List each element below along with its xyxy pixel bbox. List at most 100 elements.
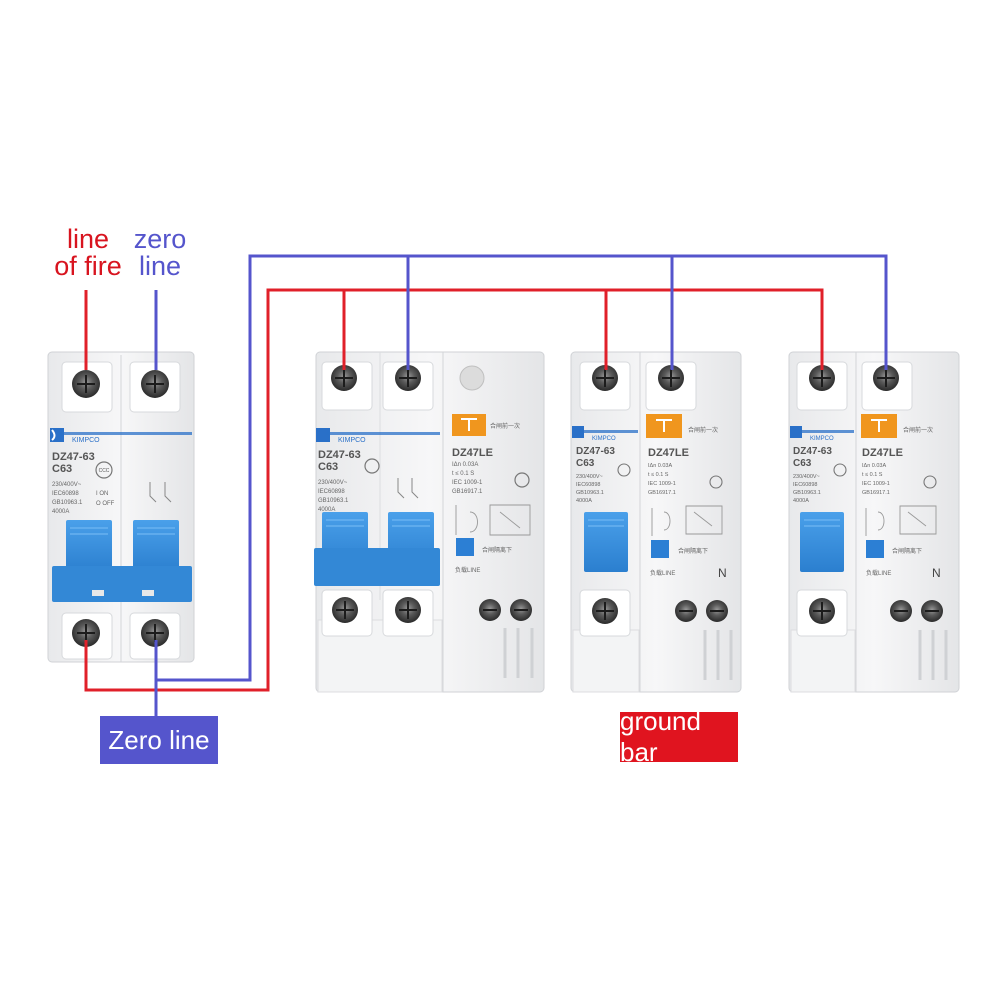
rcbo-1-model: DZ47-63 bbox=[318, 449, 361, 461]
rcbo-1-le-spec-4: GB16917.1 bbox=[452, 489, 483, 495]
rcbo-2: KIMPCO DZ47-63 C63 230/400V~ IEC60898 GB… bbox=[570, 351, 742, 693]
rcbo-1-brand: KIMPCO bbox=[338, 437, 366, 444]
svg-text:合闸前一次: 合闸前一次 bbox=[490, 422, 520, 430]
main-breaker-screw-top-left bbox=[72, 370, 100, 398]
rcbo-1-le-model: DZ47LE bbox=[452, 447, 493, 459]
rcbo-2-test-button[interactable] bbox=[646, 414, 682, 438]
main-breaker-on-mark: I ON bbox=[96, 491, 108, 497]
rcbo-1-screw-bottom-2 bbox=[395, 597, 421, 623]
rcbo-3: KIMPCO DZ47-63 C63 230/400V~ IEC60898 GB… bbox=[788, 351, 960, 693]
rcbo-3-load-label: 负载LINE bbox=[866, 569, 891, 577]
rcbo-2-le-spec-3: IEC 1009-1 bbox=[648, 481, 676, 487]
zero-line-top-label-line-2: line bbox=[138, 251, 182, 281]
rcbo-1-test-button[interactable] bbox=[452, 414, 486, 436]
rcbo-2-spec-4: 4000A bbox=[576, 498, 592, 504]
main-breaker-switch[interactable] bbox=[52, 520, 192, 602]
rcbo-1-spec-2: IEC60898 bbox=[318, 489, 345, 495]
rcbo-3-rating: C63 bbox=[793, 458, 812, 469]
rcbo-2-switch[interactable] bbox=[584, 512, 628, 572]
svg-text:合闸隔离下: 合闸隔离下 bbox=[892, 547, 922, 555]
rcbo-3-screw-top-right bbox=[873, 365, 899, 391]
rcbo-3-spec-1: 230/400V~ bbox=[793, 474, 820, 480]
main-breaker-spec-1: 230/400V~ bbox=[52, 482, 82, 488]
rcbo-2-screw-bottom-3 bbox=[706, 600, 728, 622]
svg-text:合闸隔离下: 合闸隔离下 bbox=[678, 547, 708, 555]
rcbo-3-n-label: N bbox=[932, 566, 941, 580]
rcbo-1-switch[interactable] bbox=[314, 512, 440, 586]
line-of-fire-label-line-1: line bbox=[66, 224, 110, 254]
main-breaker-spec-4: 4000A bbox=[52, 509, 69, 515]
rcbo-2-spec-1: 230/400V~ bbox=[576, 474, 603, 480]
rcbo-1-le-spec-2: t ≤ 0.1 S bbox=[452, 471, 474, 477]
svg-text:合闸前一次: 合闸前一次 bbox=[903, 426, 933, 434]
rcbo-2-model: DZ47-63 bbox=[576, 446, 615, 457]
zero-line-top-label: zero line bbox=[128, 226, 192, 280]
main-breaker-spec-3: GB10963.1 bbox=[52, 500, 83, 506]
rcbo-1-le-spec-1: IΔn 0.03A bbox=[452, 462, 478, 468]
rcbo-1-rating: C63 bbox=[318, 461, 338, 473]
main-breaker-logo bbox=[50, 428, 64, 442]
rcbo-3-spec-2: IEC60898 bbox=[793, 482, 817, 488]
rcbo-1-screw-top-right bbox=[395, 365, 421, 391]
rcbo-2-screw-top-left bbox=[592, 365, 618, 391]
rcbo-1: KIMPCO DZ47-63 C63 230/400V~ IEC60898 GB… bbox=[314, 351, 545, 693]
rcbo-1-spec-3: GB10963.1 bbox=[318, 498, 349, 504]
fire-bus-wire bbox=[84, 288, 824, 692]
rcbo-2-screw-top-right bbox=[658, 365, 684, 391]
rcbo-3-le-spec-1: IΔn 0.03A bbox=[862, 463, 886, 469]
rcbo-3-spec-4: 4000A bbox=[793, 498, 809, 504]
rcbo-1-load-label: 负载LINE bbox=[455, 566, 480, 574]
svg-text:合闸前一次: 合闸前一次 bbox=[688, 426, 718, 434]
rcbo-3-screw-top-left bbox=[809, 365, 835, 391]
rcbo-2-spec-2: IEC60898 bbox=[576, 482, 600, 488]
line-of-fire-label-line-2: of fire bbox=[54, 251, 122, 281]
rcbo-2-le-model: DZ47LE bbox=[648, 447, 689, 459]
rcbo-3-model: DZ47-63 bbox=[793, 446, 832, 457]
rcbo-3-le-model: DZ47LE bbox=[862, 447, 903, 459]
rcbo-2-test-window bbox=[651, 540, 669, 558]
main-breaker-model: DZ47-63 bbox=[52, 451, 95, 463]
rcbo-3-test-window bbox=[866, 540, 884, 558]
main-breaker-brand: KIMPCO bbox=[72, 437, 100, 444]
rcbo-2-load-label: 负载LINE bbox=[650, 569, 675, 577]
rcbo-2-screw-bottom-2 bbox=[675, 600, 697, 622]
rcbo-3-brand: KIMPCO bbox=[810, 436, 834, 442]
rcbo-2-spec-3: GB10963.1 bbox=[576, 490, 604, 496]
rcbo-1-screw-top-left bbox=[331, 365, 357, 391]
rcbo-2-screw-bottom-1 bbox=[592, 598, 618, 624]
main-breaker: KIMPCO DZ47-63 C63 CCC 230/400V~ IEC6089… bbox=[47, 351, 195, 663]
rcbo-1-screw-bottom-1 bbox=[332, 597, 358, 623]
rcbo-2-n-label: N bbox=[718, 566, 727, 580]
zero-line-top-label-line-1: zero bbox=[133, 224, 187, 254]
rcbo-3-screw-bottom-1 bbox=[809, 598, 835, 624]
svg-text:合闸隔离下: 合闸隔离下 bbox=[482, 546, 512, 554]
rcbo-3-spec-3: GB10963.1 bbox=[793, 490, 821, 496]
rcbo-3-le-spec-2: t ≤ 0.1 S bbox=[862, 472, 883, 478]
zero-bus-wire bbox=[154, 254, 888, 682]
rcbo-3-le-spec-4: GB16917.1 bbox=[862, 490, 890, 496]
ground-bar-tag: ground bar bbox=[620, 706, 738, 767]
rcbo-1-spec-1: 230/400V~ bbox=[318, 480, 348, 486]
main-breaker-screw-bottom-right bbox=[141, 619, 169, 647]
rcbo-2-le-spec-1: IΔn 0.03A bbox=[648, 463, 672, 469]
main-breaker-spec-2: IEC60898 bbox=[52, 491, 79, 497]
rcbo-3-le-spec-3: IEC 1009-1 bbox=[862, 481, 890, 487]
rcbo-2-le-spec-2: t ≤ 0.1 S bbox=[648, 472, 669, 478]
main-breaker-rating: C63 bbox=[52, 463, 72, 475]
main-breaker-screw-top-right bbox=[141, 370, 169, 398]
rcbo-2-le-spec-4: GB16917.1 bbox=[648, 490, 676, 496]
rcbo-3-switch[interactable] bbox=[800, 512, 844, 572]
rcbo-3-screw-bottom-3 bbox=[921, 600, 943, 622]
main-breaker-screw-bottom-left bbox=[72, 619, 100, 647]
rcbo-1-screw-bottom-4 bbox=[510, 599, 532, 621]
main-breaker-off-mark: O OFF bbox=[96, 501, 115, 507]
zero-line-tag: Zero line bbox=[100, 716, 218, 764]
rcbo-1-test-window bbox=[456, 538, 474, 556]
rcbo-2-rating: C63 bbox=[576, 458, 595, 469]
rcbo-2-brand: KIMPCO bbox=[592, 436, 616, 442]
rcbo-1-le-spec-3: IEC 1009-1 bbox=[452, 480, 483, 486]
rcbo-1-screw-bottom-3 bbox=[479, 599, 501, 621]
rcbo-1-indicator-hole bbox=[459, 365, 485, 391]
rcbo-3-test-button[interactable] bbox=[861, 414, 897, 438]
